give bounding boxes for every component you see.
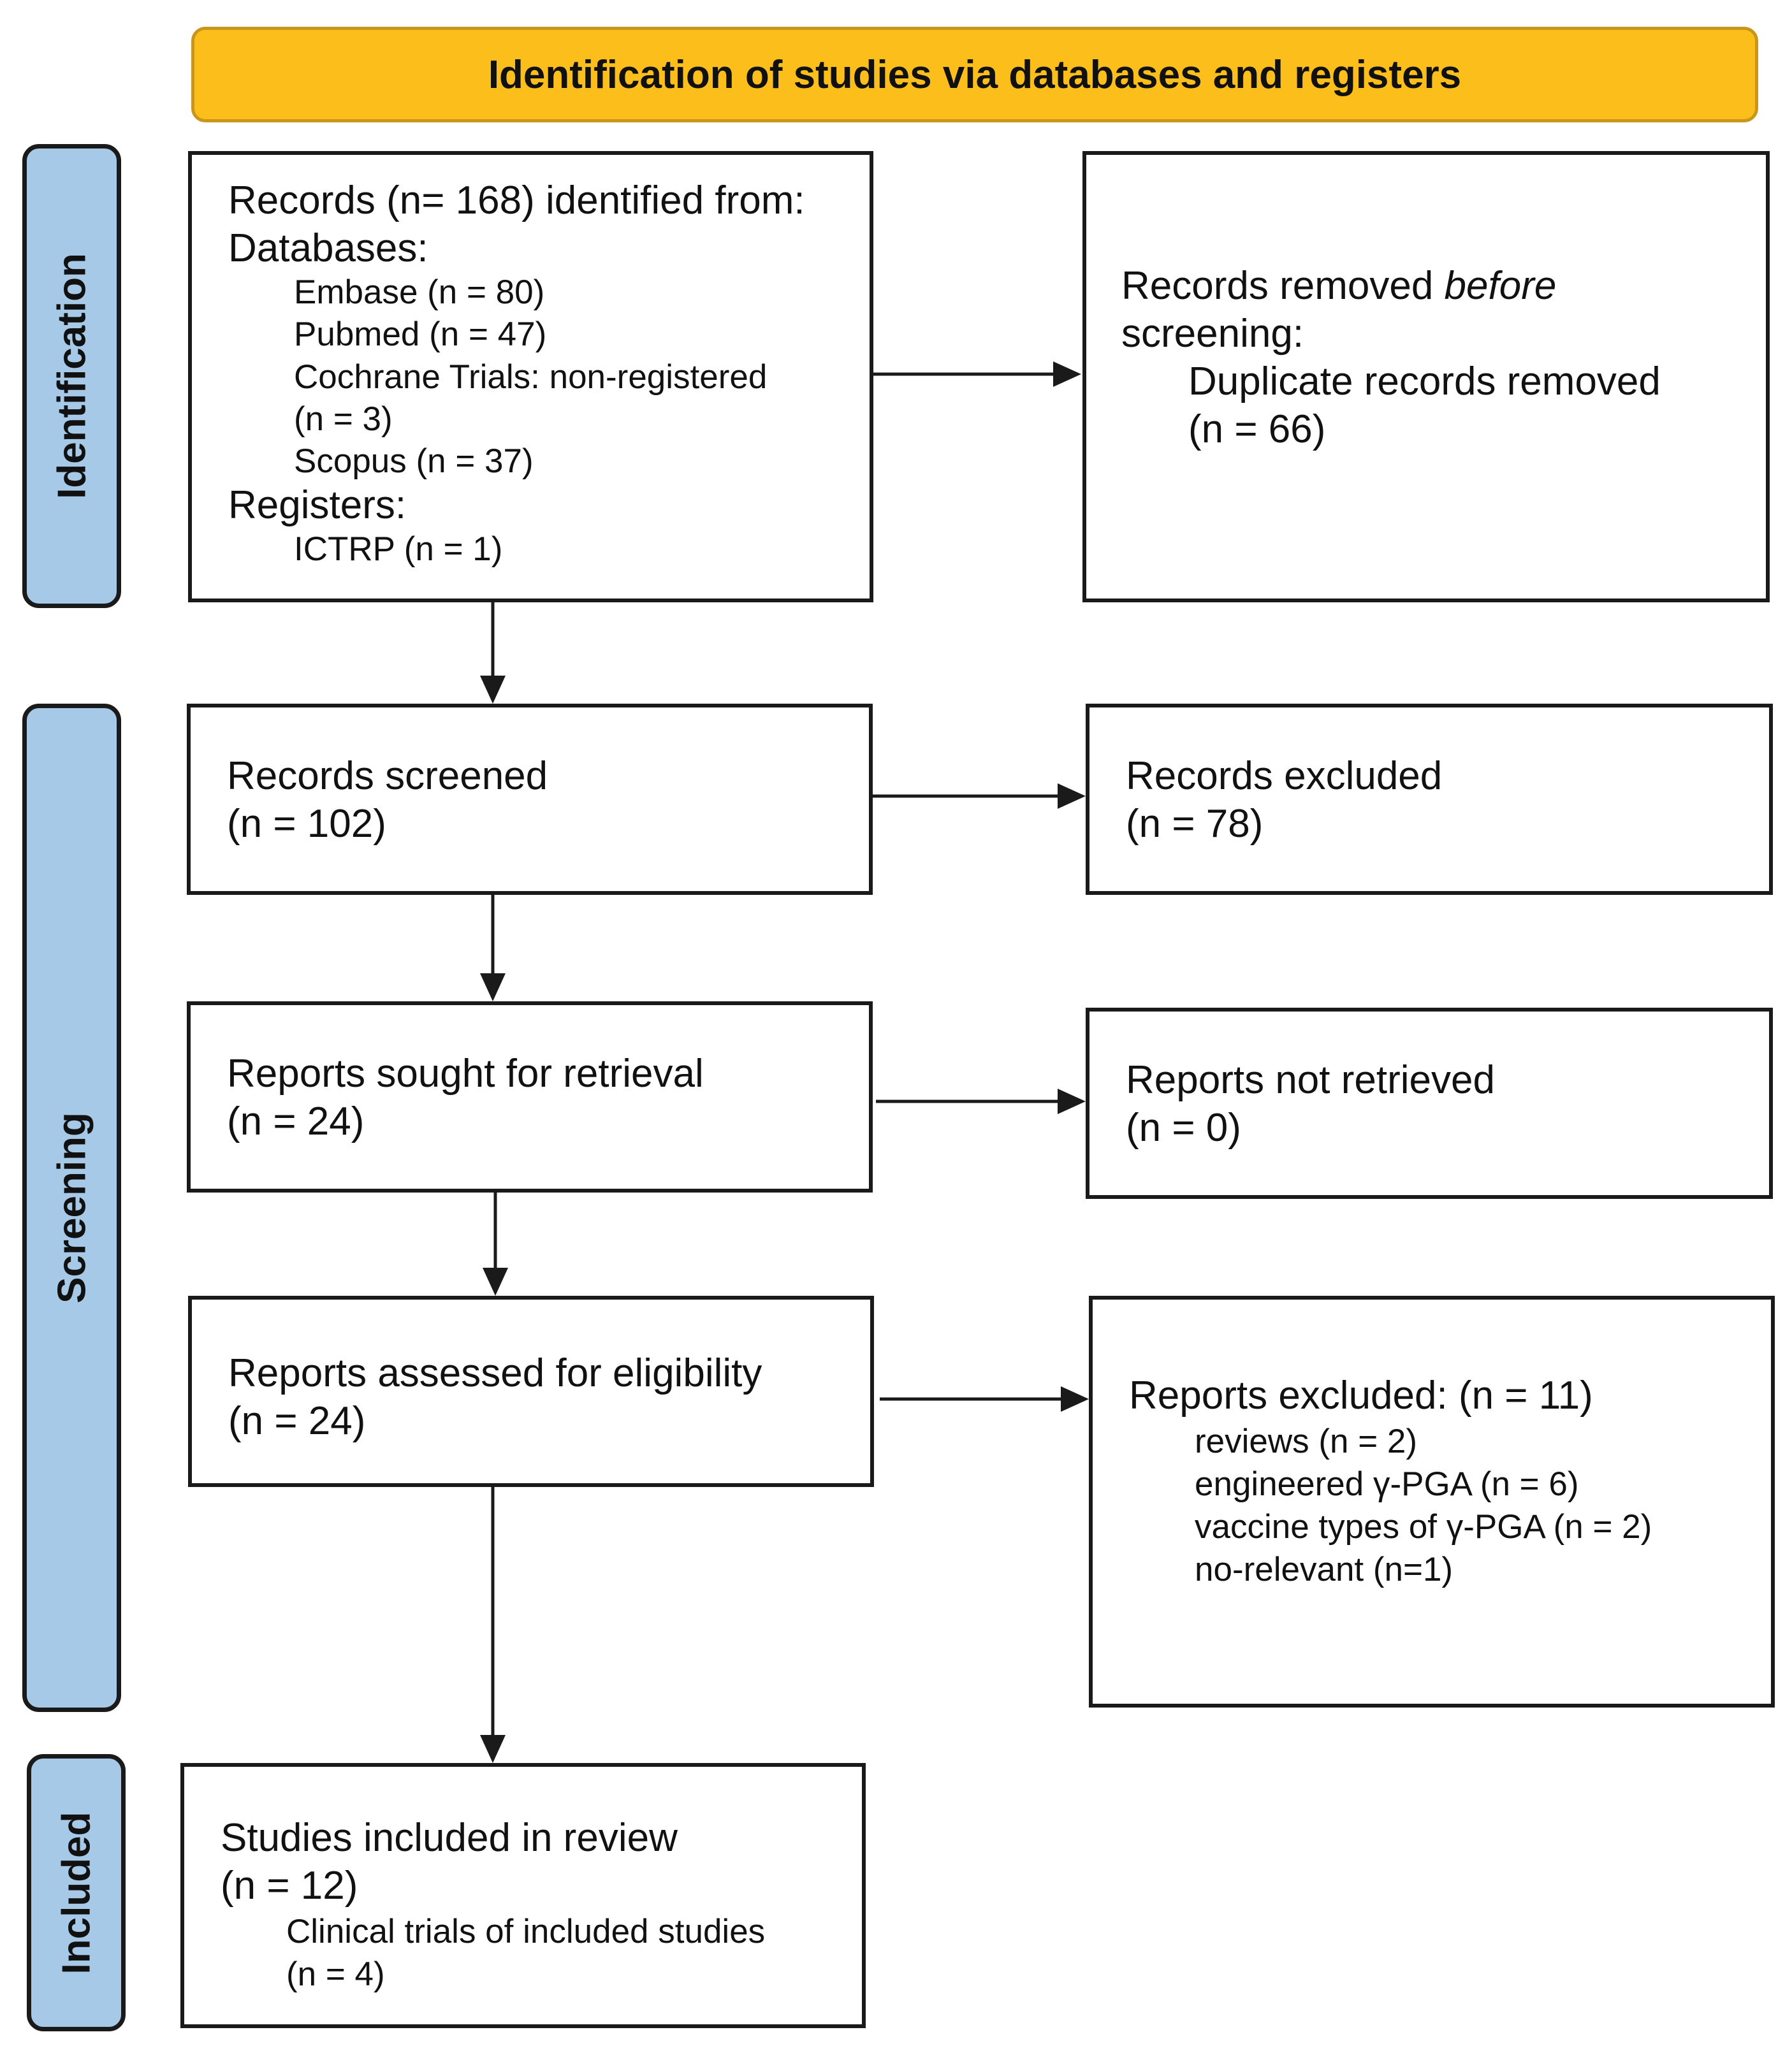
records-identified-title: Records (n= 168) identified from: [228, 178, 805, 222]
reports-sought-count: (n = 24) [227, 1099, 365, 1143]
arrowhead-not-retrieved [1058, 1089, 1086, 1114]
records-removed-line1: Records removed before [1121, 264, 1557, 308]
records-screened-title: Records screened [227, 754, 548, 798]
arrowhead-sought [480, 973, 506, 1001]
records-excluded-title: Records excluded [1126, 754, 1443, 798]
clinical-trials-label: Clinical trials of included studies [286, 1913, 766, 1950]
reports-not-retrieved-count: (n = 0) [1126, 1106, 1241, 1150]
records-screened-count: (n = 102) [227, 802, 386, 846]
reports-excluded-title: Reports excluded: (n = 11) [1129, 1374, 1593, 1418]
studies-included-count: (n = 12) [221, 1864, 358, 1908]
records-identified-box: Records (n= 168) identified from: Databa… [188, 151, 873, 602]
records-screened-box: Records screened (n = 102) [187, 704, 873, 895]
header-title: Identification of studies via databases … [488, 52, 1462, 97]
phase-included-label: Included [54, 1811, 98, 1974]
reports-sought-title: Reports sought for retrieval [227, 1052, 704, 1096]
embase-count: Embase (n = 80) [294, 273, 545, 311]
clinical-trials-count: (n = 4) [286, 1955, 385, 1993]
studies-included-box: Studies included in review (n = 12) Clin… [180, 1763, 866, 2028]
reports-assessed-title: Reports assessed for eligibility [228, 1351, 762, 1395]
arrowhead-included [480, 1735, 506, 1763]
arrowhead-records-excluded [1058, 783, 1086, 809]
records-removed-box: Records removed before screening: Duplic… [1082, 151, 1770, 602]
phase-included: Included [27, 1754, 126, 2031]
studies-included-title: Studies included in review [221, 1816, 678, 1860]
cochrane-label: Cochrane Trials: non-registered [294, 358, 768, 396]
reports-sought-box: Reports sought for retrieval (n = 24) [187, 1001, 873, 1193]
arrowhead-assessed [483, 1268, 508, 1296]
pubmed-count: Pubmed (n = 47) [294, 316, 547, 353]
excluded-reviews: reviews (n = 2) [1195, 1423, 1418, 1460]
records-excluded-box: Records excluded (n = 78) [1086, 704, 1773, 895]
records-excluded-count: (n = 78) [1126, 802, 1264, 846]
registers-label: Registers: [228, 483, 407, 527]
header-banner: Identification of studies via databases … [191, 27, 1758, 122]
arrowhead-reports-excluded [1061, 1386, 1089, 1412]
phase-identification-label: Identification [50, 253, 94, 499]
ictrp-count: ICTRP (n = 1) [294, 530, 503, 568]
arrowhead-screened [480, 676, 506, 704]
duplicate-records-count: (n = 66) [1188, 407, 1326, 451]
reports-assessed-count: (n = 24) [228, 1399, 366, 1443]
reports-not-retrieved-title: Reports not retrieved [1126, 1058, 1495, 1102]
reports-excluded-box: Reports excluded: (n = 11) reviews (n = … [1089, 1296, 1775, 1708]
cochrane-count: (n = 3) [294, 400, 393, 438]
records-removed-line2: screening: [1121, 312, 1304, 356]
reports-not-retrieved-box: Reports not retrieved (n = 0) [1086, 1008, 1773, 1199]
excluded-no-relevant: no-relevant (n=1) [1195, 1551, 1453, 1588]
arrowhead-removed [1053, 361, 1081, 387]
duplicate-records-label: Duplicate records removed [1188, 359, 1661, 403]
excluded-vaccine: vaccine types of γ-PGA (n = 2) [1195, 1508, 1652, 1546]
databases-label: Databases: [228, 226, 428, 270]
excluded-engineered: engineered γ-PGA (n = 6) [1195, 1465, 1579, 1503]
reports-assessed-box: Reports assessed for eligibility (n = 24… [188, 1296, 874, 1487]
phase-screening-label: Screening [50, 1112, 94, 1303]
phase-identification: Identification [22, 144, 121, 608]
scopus-count: Scopus (n = 37) [294, 442, 534, 480]
phase-screening: Screening [22, 704, 121, 1712]
